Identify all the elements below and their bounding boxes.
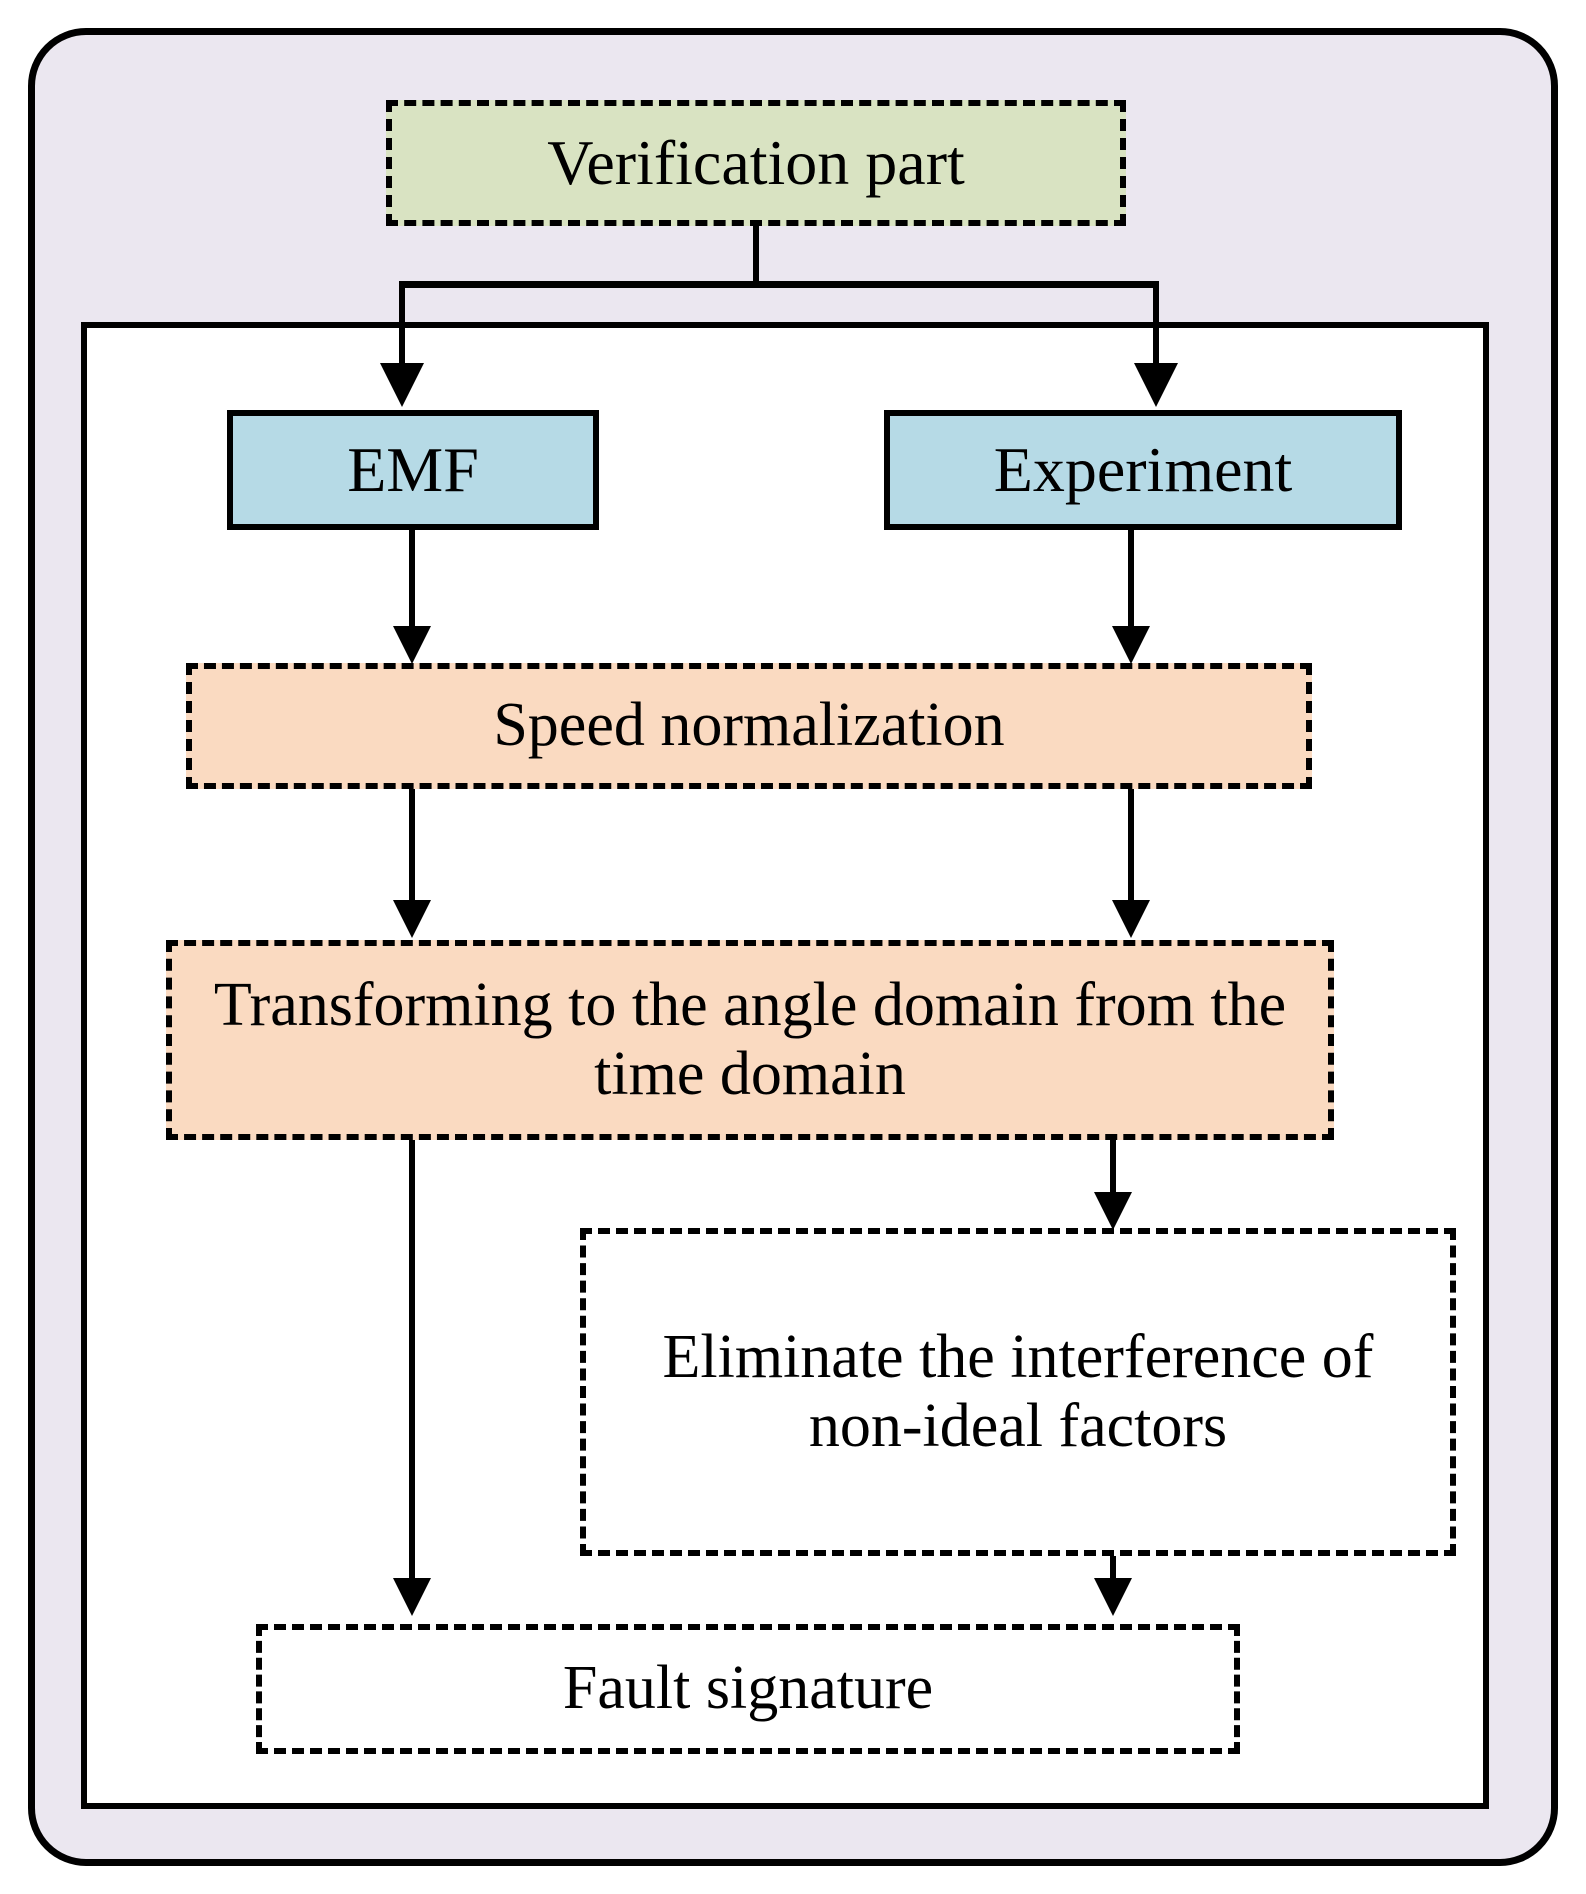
node-fault-signature[interactable]: Fault signature [256, 1624, 1240, 1754]
node-fault-signature-label: Fault signature [562, 1654, 934, 1723]
connector-verification-stem [753, 226, 759, 286]
arrowhead-eliminate-fault [1094, 1578, 1132, 1616]
node-transforming-angle-domain[interactable]: Transforming to the angle domain from th… [166, 940, 1334, 1140]
node-speed-normalization-label: Speed normalization [493, 691, 1005, 760]
connector-split-right [1153, 281, 1159, 367]
node-eliminate-interference-label: Eliminate the interference of non-ideal … [662, 1322, 1374, 1460]
connector-split-bar [399, 281, 1159, 288]
connector-speed-transform-left [409, 789, 415, 901]
connector-transform-fault [409, 1140, 415, 1580]
arrowhead-emf-speed [393, 626, 431, 664]
arrowhead-transform-fault [393, 1578, 431, 1616]
connector-experiment-speed [1128, 530, 1134, 630]
connector-speed-transform-right [1128, 789, 1134, 901]
arrowhead-speed-transform-right [1112, 900, 1150, 938]
arrowhead-experiment-speed [1112, 626, 1150, 664]
connector-split-left [399, 281, 405, 367]
node-verification-part-label: Verification part [547, 127, 965, 199]
node-experiment[interactable]: Experiment [884, 410, 1402, 530]
arrowhead-speed-transform-left [393, 900, 431, 938]
arrowhead-transform-eliminate [1094, 1192, 1132, 1230]
connector-emf-speed [409, 530, 415, 630]
node-transforming-angle-domain-label: Transforming to the angle domain from th… [213, 970, 1287, 1108]
node-verification-part[interactable]: Verification part [386, 100, 1126, 226]
node-emf[interactable]: EMF [227, 410, 599, 530]
connector-eliminate-fault [1110, 1556, 1116, 1586]
node-emf-label: EMF [347, 434, 479, 506]
connector-transform-eliminate [1110, 1140, 1116, 1202]
arrowhead-to-emf [380, 363, 424, 407]
node-eliminate-interference[interactable]: Eliminate the interference of non-ideal … [580, 1228, 1456, 1556]
node-experiment-label: Experiment [993, 434, 1293, 506]
node-speed-normalization[interactable]: Speed normalization [186, 663, 1312, 789]
arrowhead-to-experiment [1134, 363, 1178, 407]
